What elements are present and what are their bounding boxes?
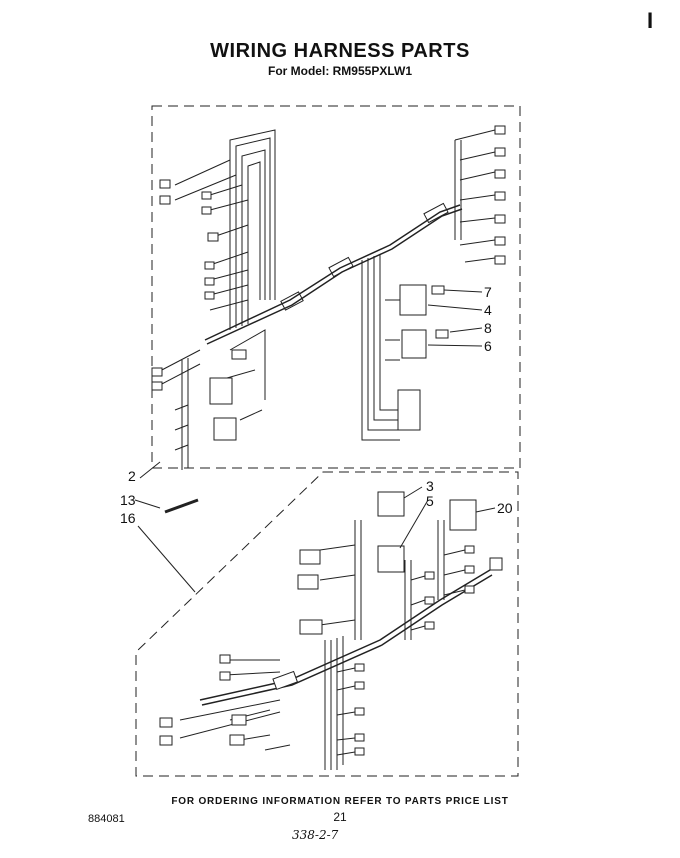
upper-right-wire-bundle [454, 129, 496, 263]
ordering-note: FOR ORDERING INFORMATION REFER TO PARTS … [171, 796, 509, 807]
callout-20: 20 [497, 500, 513, 516]
corner-mark: I [647, 8, 654, 33]
lower-connectors [159, 491, 503, 756]
handwritten-note: 338-2-7 [292, 828, 339, 842]
upper-left-connectors [159, 179, 219, 300]
upper-harness-frame [151, 105, 521, 469]
lower-left-bundle [179, 659, 291, 751]
callout-13: 13 [120, 492, 136, 508]
document-number: 884081 [88, 813, 125, 825]
upper-harness-trunk [204, 202, 463, 345]
callout-16: 16 [120, 510, 136, 526]
upper-callout-leaders [139, 289, 483, 479]
lower-harness-frame [135, 471, 519, 777]
upper-left-lower-bundle [157, 329, 266, 470]
callout-5: 5 [426, 493, 434, 509]
callout-7: 7 [484, 284, 492, 300]
upper-center-vertical-bundle [361, 254, 400, 441]
model-subtitle: For Model: RM955PXLW1 [267, 64, 413, 78]
callout-3: 3 [426, 478, 434, 494]
page-title: WIRING HARNESS PARTS [210, 40, 470, 62]
upper-left-wire-bundle [174, 129, 276, 330]
upper-right-connectors [494, 125, 506, 265]
upper-left-lower-connectors [151, 349, 247, 441]
callout-2: 2 [128, 468, 136, 484]
lower-harness-trunk [199, 569, 493, 706]
callout-8: 8 [484, 320, 492, 336]
lower-callout-leaders [399, 486, 496, 549]
upper-center-components [397, 284, 449, 431]
callout-4: 4 [484, 302, 492, 318]
lower-vertical-bundle [319, 520, 466, 770]
callout-6: 6 [484, 338, 492, 354]
part-13-harness-piece [134, 498, 199, 593]
page-number: 21 [333, 810, 347, 824]
